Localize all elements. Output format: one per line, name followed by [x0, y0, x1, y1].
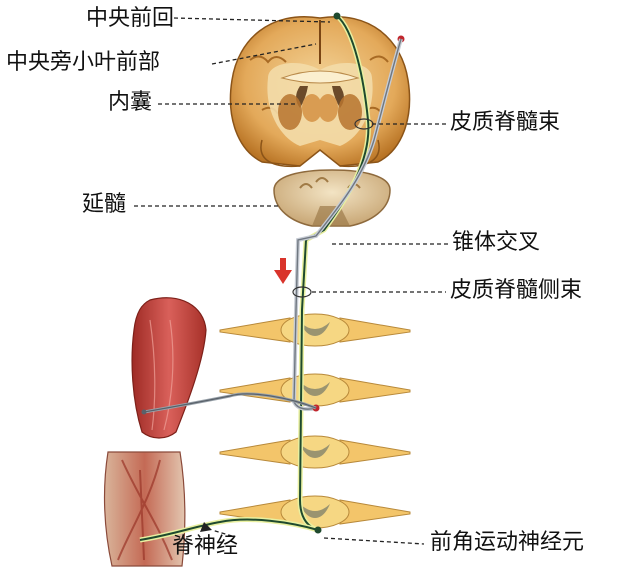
brain-section	[229, 16, 411, 168]
label-medulla: 延髓	[82, 192, 127, 217]
spinal-segment-2	[219, 373, 411, 407]
spinal-segment-1	[219, 313, 411, 347]
upper-arm-muscle	[131, 297, 207, 439]
spinal-segment-4	[219, 495, 411, 529]
label-precentral-gyrus: 中央前回	[86, 6, 175, 31]
medulla-section	[273, 169, 391, 227]
label-anterior-horn-motor-neuron: 前角运动神经元	[430, 530, 585, 555]
label-spinal-nerve: 脊神经	[172, 534, 239, 559]
label-internal-capsule: 内囊	[108, 90, 153, 115]
label-paracentral-lobule: 中央旁小叶前部	[6, 50, 161, 75]
label-lateral-corticospinal-tract: 皮质脊髓侧束	[450, 278, 583, 303]
descending-arrow-icon	[274, 258, 292, 284]
lateral-tract-ring-marker	[292, 286, 312, 298]
spinal-segment-3	[219, 435, 411, 469]
label-corticospinal-tract: 皮质脊髓束	[450, 110, 561, 135]
leader-lines	[134, 17, 448, 545]
label-pyramidal-decussation: 锥体交叉	[452, 230, 541, 255]
